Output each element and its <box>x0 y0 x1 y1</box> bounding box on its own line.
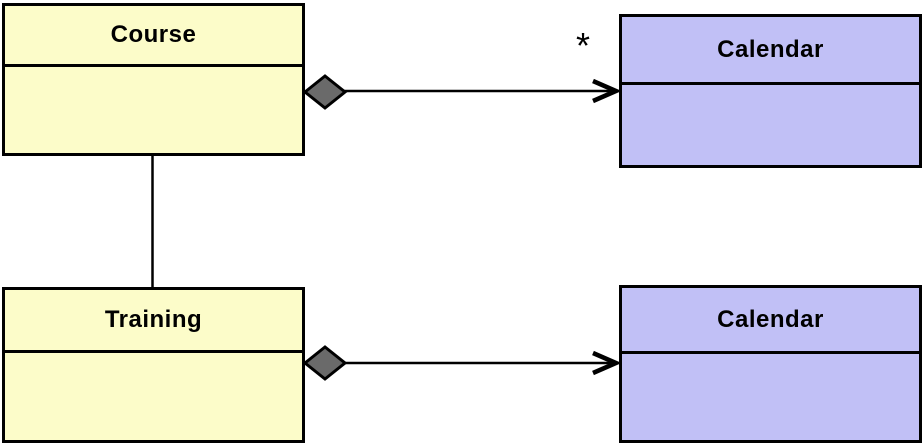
class-name-calendar-top: Calendar <box>622 17 919 85</box>
class-box-calendar-bottom: Calendar <box>619 285 922 443</box>
class-name-calendar-bottom: Calendar <box>622 288 919 354</box>
class-box-training: Training <box>2 287 305 443</box>
class-attributes-compartment-calendar-top <box>622 85 919 165</box>
class-box-course: Course <box>2 3 305 156</box>
aggregation-diamond-course <box>302 74 348 110</box>
arrowhead-calendar-top <box>592 78 622 104</box>
aggregation-edge-training-calendar <box>302 345 622 381</box>
class-box-calendar-top: Calendar <box>619 14 922 168</box>
aggregation-diamond-training <box>302 345 348 381</box>
class-attributes-compartment-course <box>5 67 302 153</box>
class-attributes-compartment-calendar-bottom <box>622 354 919 440</box>
class-attributes-compartment-training <box>5 353 302 440</box>
class-name-training: Training <box>5 290 302 353</box>
class-name-course: Course <box>5 6 302 67</box>
arrowhead-calendar-bottom <box>592 350 622 376</box>
aggregation-edge-course-calendar <box>302 74 622 110</box>
multiplicity-label: * <box>575 25 590 66</box>
